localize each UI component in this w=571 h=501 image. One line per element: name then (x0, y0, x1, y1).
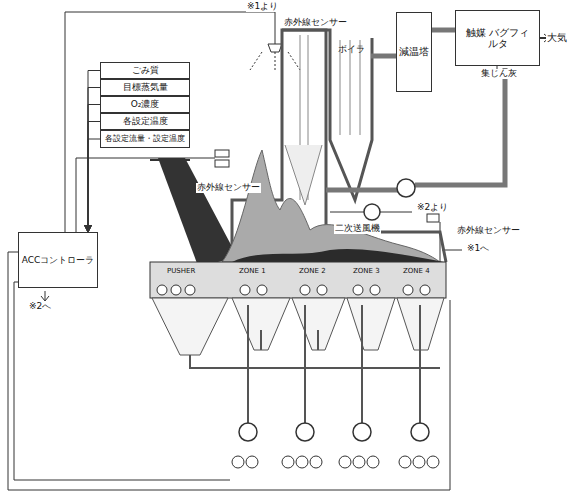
input-box: ごみ質 (100, 62, 190, 79)
callout-label: ※1へ (466, 244, 490, 254)
callout-label: 赤外線センサー (283, 18, 348, 28)
callout-label: 大気 (546, 32, 568, 43)
callout-label: ※1より (246, 2, 279, 12)
signal-line (88, 139, 100, 232)
input-box: 各設定温度 (100, 113, 190, 130)
signal-line (88, 88, 100, 233)
equipment-box: ボイラ (331, 38, 371, 60)
node-text: O₂濃度 (131, 99, 160, 109)
node-text: 各設定温度 (123, 116, 168, 126)
equipment-box: 減温塔 (396, 12, 432, 92)
node-text: 各設定流量・設定温度 (105, 134, 185, 143)
callout-label: 赤外線センサー (196, 183, 261, 193)
node-text: ACCコントローラ (22, 255, 95, 265)
zone-label: PUSHER (166, 268, 196, 276)
node-text: ボイラ (338, 44, 365, 54)
signal-line (88, 71, 100, 233)
signal-line (88, 122, 100, 233)
zone-label: ZONE 4 (402, 268, 431, 276)
callout-label: ※2より (416, 203, 449, 213)
node-text: ごみ質 (132, 65, 159, 75)
input-box: 目標蒸気量 (100, 79, 190, 96)
node-text: 目標蒸気量 (123, 82, 168, 92)
callout-label: 赤外線センサー (456, 226, 521, 236)
zone-label: ZONE 3 (352, 268, 381, 276)
node-text: 減温塔 (399, 46, 429, 58)
node-text: 触媒 バグフィルタ (461, 27, 534, 50)
input-box: 各設定流量・設定温度 (100, 130, 190, 148)
callout-label: ※2へ (28, 302, 52, 312)
signal-line (88, 105, 100, 233)
flue-duct (371, 54, 396, 59)
controller-box: ACCコントローラ (18, 232, 98, 288)
equipment-box: 触媒 バグフィルタ (455, 10, 540, 66)
callout-label: 二次送風機 (334, 224, 381, 234)
flue-duct (432, 28, 455, 33)
callout-label: 集じん灰 (480, 69, 518, 79)
zone-label: ZONE 1 (238, 268, 267, 276)
zone-label: ZONE 2 (298, 268, 327, 276)
input-box: O₂濃度 (100, 96, 190, 113)
